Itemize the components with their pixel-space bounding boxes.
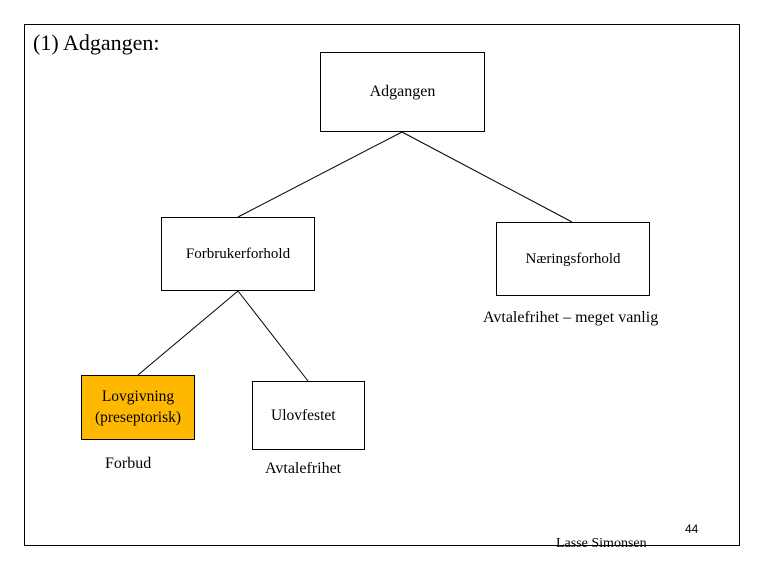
edge-consumer-unregulated (237, 290, 309, 382)
node-forbrukerforhold-label: Forbrukerforhold (185, 245, 291, 262)
node-adgangen: Adgangen (320, 52, 485, 132)
footer-rule-left (24, 545, 550, 546)
ulovfestet-note: Avtalefrihet (265, 460, 342, 477)
slide-number: 44 (685, 522, 699, 536)
node-forbrukerforhold: Forbrukerforhold (161, 217, 315, 291)
node-ulovfestet-label: Ulovfestet (271, 406, 336, 424)
node-lovgivning: Lovgivning (preseptorisk) (81, 375, 195, 440)
edge-consumer-legislation (137, 290, 239, 376)
node-naeringsforhold-label: Næringsforhold (525, 250, 621, 267)
node-lovgivning-label-line1: Lovgivning (101, 388, 175, 406)
node-naeringsforhold: Næringsforhold (496, 222, 650, 296)
node-ulovfestet: Ulovfestet (252, 381, 365, 450)
edge-root-business (401, 131, 573, 223)
lovgivning-note: Forbud (105, 455, 152, 472)
footer-rule-right (672, 545, 740, 546)
node-adgangen-label: Adgangen (369, 83, 436, 100)
naeringsforhold-note: Avtalefrihet – meget vanlig (483, 309, 659, 326)
footer-author: Lasse Simonsen (556, 536, 647, 551)
slide-title: (1) Adgangen: (33, 30, 160, 55)
node-lovgivning-label-line2: (preseptorisk) (94, 408, 182, 426)
edge-root-consumer (237, 131, 403, 218)
